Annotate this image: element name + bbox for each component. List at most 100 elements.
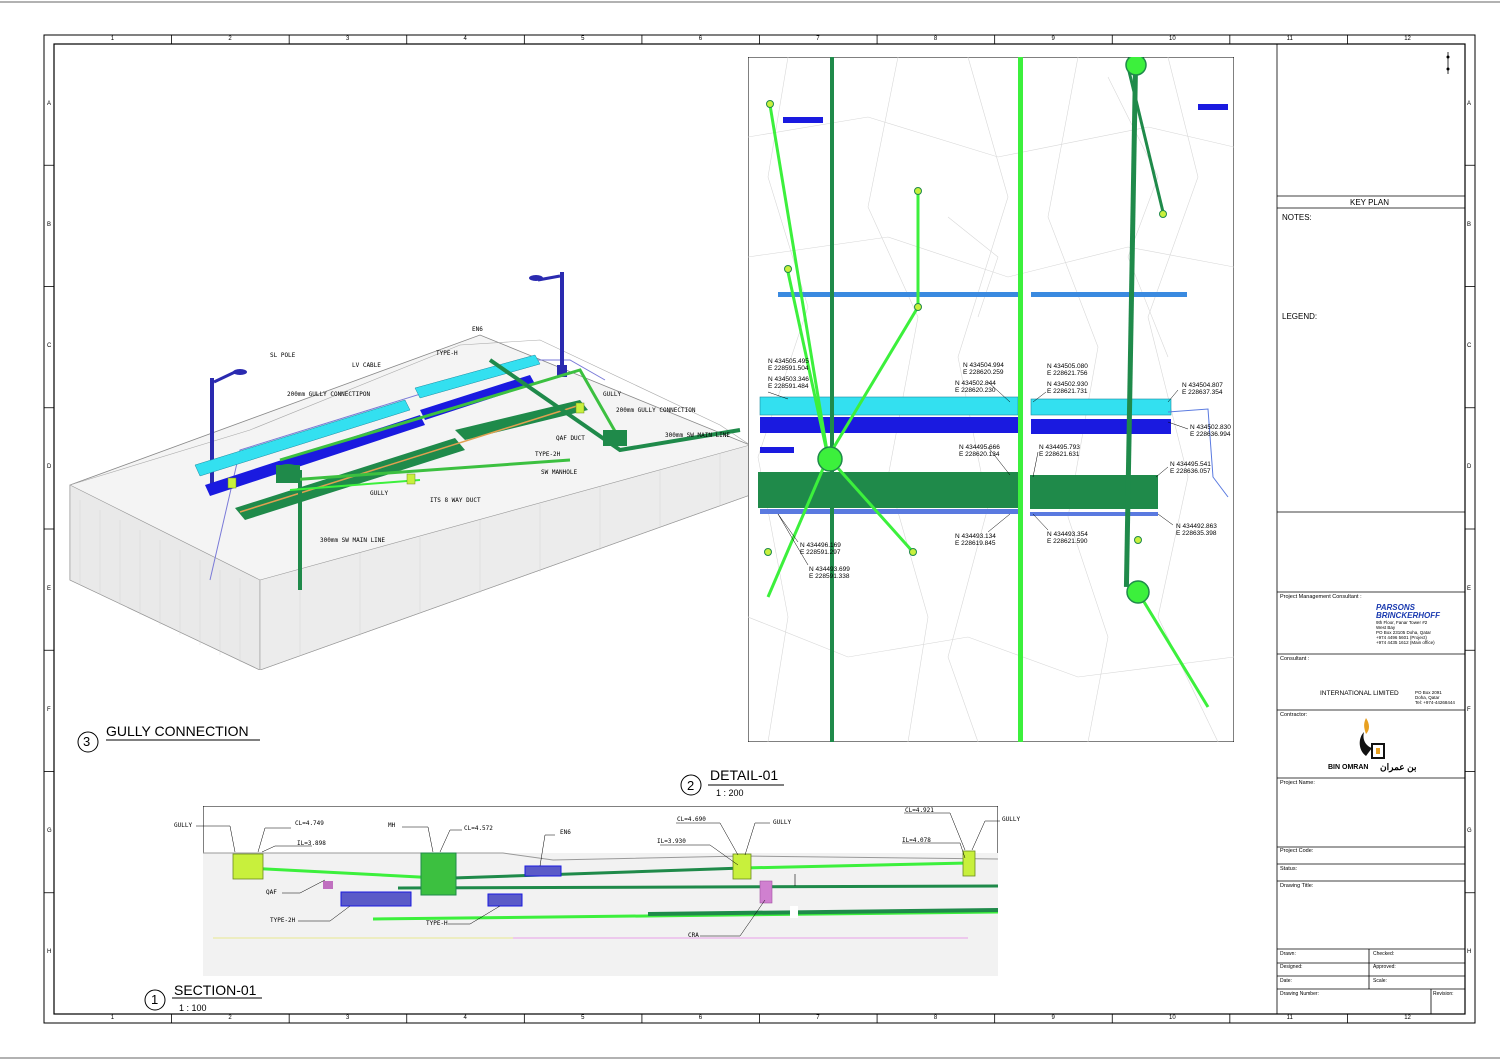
sec-label-cl3: CL=4.690 <box>677 816 706 823</box>
consultant-address: PO Box 2091 Doha, Qatar Tel: +974-442684… <box>1415 690 1455 705</box>
detail-plan-view <box>748 57 1234 742</box>
approved-label: Approved: <box>1373 964 1396 970</box>
grid-col-bottom-3: 3 <box>345 1015 350 1021</box>
label-main-line-bottom: 300mm SW MAIN LINE <box>320 537 386 544</box>
drawing-number-label: Drawing Number: <box>1280 991 1319 997</box>
view2-title-bubble <box>680 774 784 796</box>
label-gully-connection-left: 200mm GULLY CONNECTIPON <box>287 391 371 398</box>
grid-col-top-10: 10 <box>1169 36 1176 42</box>
grid-row-right-C: C <box>1467 343 1472 350</box>
grid-col-top-3: 3 <box>345 36 350 42</box>
sec-label-type-h: TYPE-H <box>426 920 448 927</box>
consultant-label: Consultant : <box>1280 656 1310 662</box>
grid-col-top-8: 8 <box>933 36 938 42</box>
sec-label-gully-mid: GULLY <box>773 819 792 826</box>
view1-title-bubble <box>144 989 262 1011</box>
label-its-duct: ITS 8 WAY DUCT <box>430 497 481 504</box>
label-sw-manhole: SW MANHOLE <box>541 469 578 476</box>
view3-number: 3 <box>83 734 91 749</box>
project-name-label: Project Name: <box>1280 780 1315 786</box>
grid-col-bottom-4: 4 <box>463 1015 467 1021</box>
grid-row-left-F: F <box>47 706 51 713</box>
drawn-label: Drawn: <box>1280 951 1296 957</box>
pb-logo-2: BRINCKERHOFF <box>1376 611 1440 620</box>
section-view <box>203 806 998 976</box>
label-gully-mid: GULLY <box>370 490 389 497</box>
grid-col-bottom-2: 2 <box>228 1015 232 1021</box>
bin-omran-logo-icon <box>1359 718 1385 759</box>
checked-label: Checked: <box>1373 951 1395 957</box>
designed-label: Designed: <box>1280 964 1303 970</box>
grid-row-left-G: G <box>47 828 52 835</box>
grid-row-right-G: G <box>1467 828 1472 835</box>
grid-col-top-4: 4 <box>463 36 467 42</box>
view2-scale: 1 : 200 <box>716 788 744 798</box>
view2-title: DETAIL-01 <box>710 767 779 783</box>
legend-label: LEGEND: <box>1282 312 1318 321</box>
view1-scale: 1 : 100 <box>179 1003 207 1013</box>
pb-address: 9th Floor, Fanar Tower #2 West Bay PO Bo… <box>1376 620 1435 645</box>
grid-col-bottom-9: 9 <box>1051 1015 1055 1021</box>
label-gully-connection-right: 200mm GULLY CONNECTION <box>616 407 696 414</box>
sec-label-qaf: QAF <box>266 889 277 896</box>
grid-row-left-H: H <box>47 949 52 956</box>
drawing-title-label: Drawing Title: <box>1280 883 1314 889</box>
grid-row-right-A: A <box>1467 100 1472 107</box>
grid-col-bottom-10: 10 <box>1169 1015 1176 1021</box>
label-type-2h: TYPE-2H <box>535 451 561 458</box>
view3-title-bubble <box>77 731 260 753</box>
grid-row-left-A: A <box>47 100 52 107</box>
view1-number: 1 <box>151 992 159 1007</box>
view2-number: 2 <box>687 778 695 793</box>
date-label: Date: <box>1280 978 1292 984</box>
grid-col-top-5: 5 <box>581 36 585 42</box>
grid-col-bottom-8: 8 <box>933 1015 938 1021</box>
sec-label-il1: IL=3.898 <box>297 840 326 847</box>
grid-row-left-E: E <box>47 585 52 592</box>
label-type-h: TYPE-H <box>436 350 458 357</box>
grid-col-top-9: 9 <box>1051 36 1055 42</box>
grid-border <box>44 35 1475 1023</box>
label-lv-cable: LV CABLE <box>352 362 381 369</box>
sec-label-gully-right: GULLY <box>1002 816 1021 823</box>
project-code-label: Project Code: <box>1280 848 1314 854</box>
notes-label: NOTES: <box>1282 213 1312 222</box>
sec-label-gully-left: GULLY <box>174 822 193 829</box>
grid-row-right-F: F <box>1467 706 1471 713</box>
sec-label-cl1: CL=4.749 <box>295 820 324 827</box>
sec-label-il4: IL=4.078 <box>902 837 931 844</box>
grid-col-bottom-11: 11 <box>1286 1015 1293 1021</box>
grid-col-top-2: 2 <box>228 36 232 42</box>
grid-col-bottom-5: 5 <box>581 1015 585 1021</box>
grid-row-right-E: E <box>1467 585 1472 592</box>
label-en6: EN6 <box>472 326 483 333</box>
sec-label-il3: IL=3.930 <box>657 838 686 845</box>
grid-col-top-7: 7 <box>816 36 820 42</box>
grid-row-right-B: B <box>1467 221 1472 228</box>
pmc-label: Project Management Consultant : <box>1280 594 1362 600</box>
scale-label: Scale: <box>1373 978 1387 984</box>
label-sl-pole: SL POLE <box>270 352 296 359</box>
consultant-name: INTERNATIONAL LIMITED <box>1320 690 1399 697</box>
bin-omran-logo-ar: بن عمران <box>1380 762 1417 772</box>
label-main-line-right: 300mm SW MAIN LINE <box>665 432 731 439</box>
grid-row-left-B: B <box>47 221 52 228</box>
grid-col-top-11: 11 <box>1286 36 1293 42</box>
sec-label-type-2h: TYPE-2H <box>270 917 296 924</box>
key-plan-label: KEY PLAN <box>1350 198 1389 207</box>
sec-label-cra: CRA <box>688 932 699 939</box>
grid-row-left-C: C <box>47 343 52 350</box>
sec-label-cl4: CL=4.921 <box>905 807 934 814</box>
